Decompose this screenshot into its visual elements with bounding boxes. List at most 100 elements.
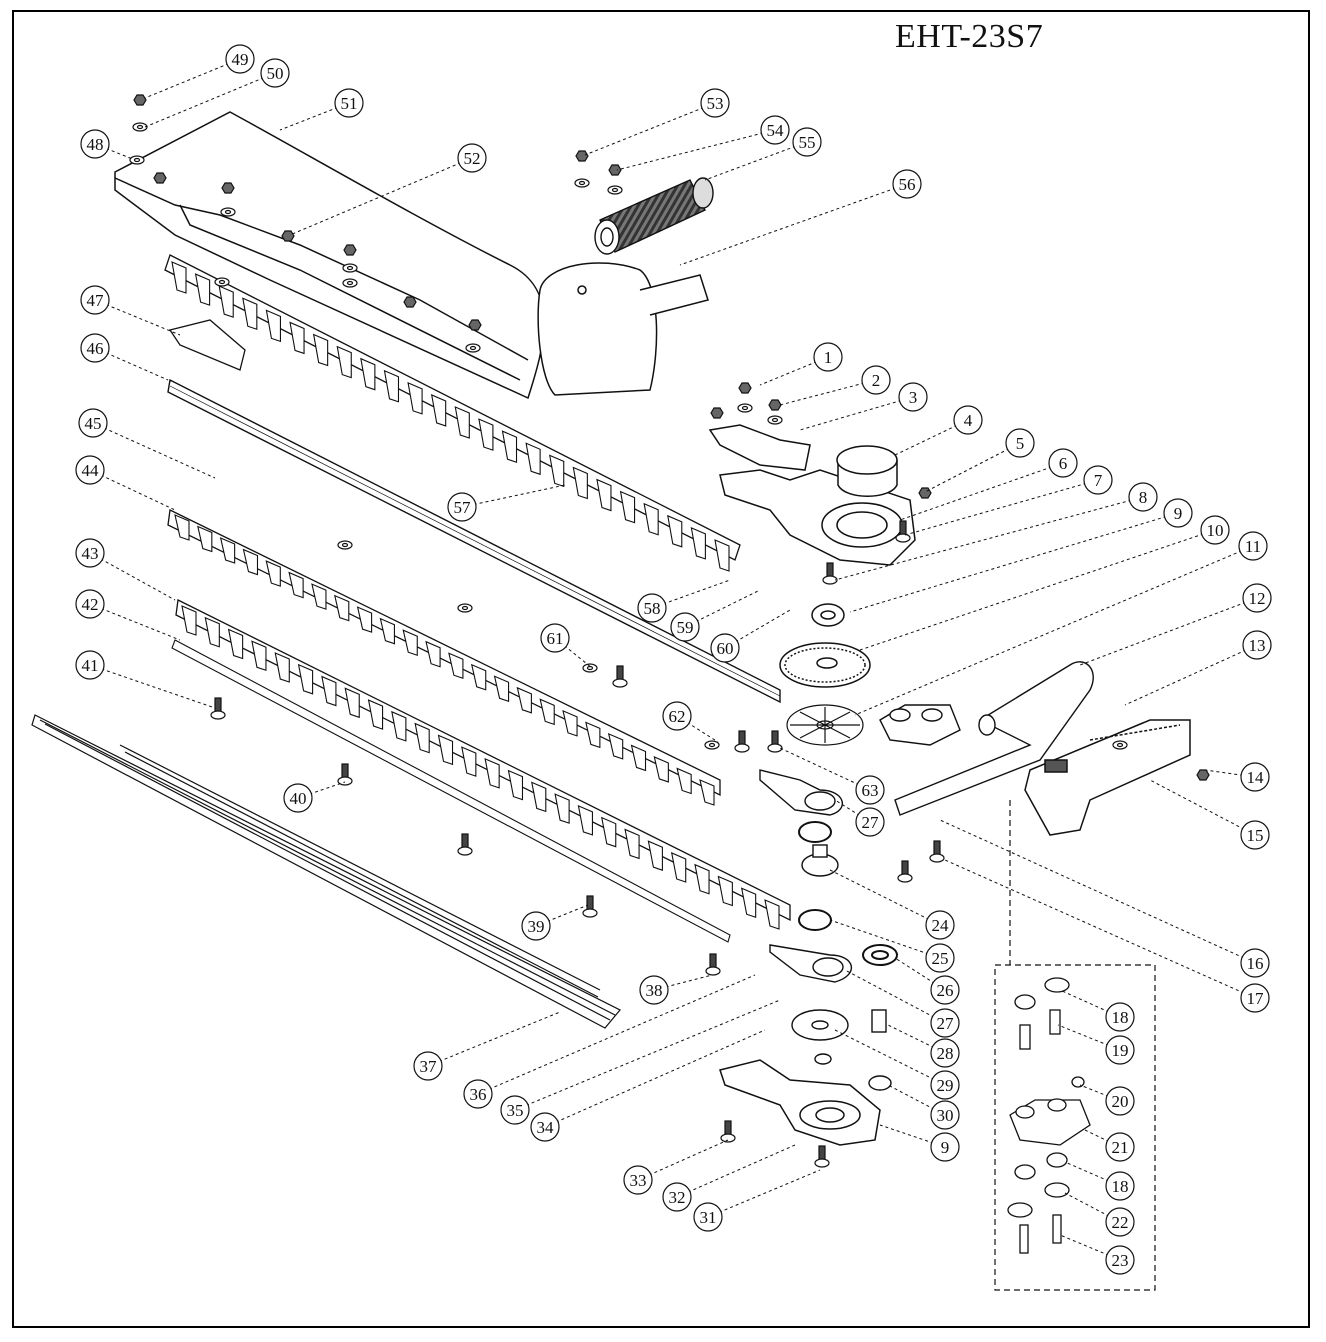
- callout-number: 19: [1112, 1041, 1129, 1060]
- callout-number: 45: [85, 414, 102, 433]
- callout-18: 18: [1105, 1002, 1135, 1032]
- blade-tooth: [265, 309, 281, 343]
- blade-tooth: [344, 687, 360, 719]
- nut: [1196, 769, 1210, 781]
- callout-circle: [78, 408, 108, 438]
- callout-leader: [894, 957, 946, 991]
- blade-tooth: [596, 478, 612, 512]
- spacer-plate: [168, 319, 246, 371]
- blade-tooth: [624, 828, 640, 860]
- bolt-head: [210, 710, 226, 720]
- callout-circle: [670, 612, 700, 642]
- callout-37: 37: [413, 1051, 443, 1081]
- callout-number: 40: [290, 789, 307, 808]
- washer-hole: [346, 280, 354, 286]
- callout-15: 15: [1240, 820, 1270, 850]
- callout-leader: [144, 72, 276, 128]
- blade-tooth: [311, 583, 327, 610]
- callout-55: 55: [792, 127, 822, 157]
- callout-circle: [1242, 583, 1272, 613]
- callout-number: 11: [1245, 537, 1261, 556]
- callout-33: 33: [623, 1165, 653, 1195]
- callout-16: 16: [1240, 948, 1270, 978]
- callout-number: 39: [528, 917, 545, 936]
- callout-number: 18: [1112, 1008, 1129, 1027]
- callout-number: 62: [669, 707, 686, 726]
- callout-40: 40: [283, 783, 313, 813]
- callout-circle: [925, 910, 955, 940]
- callout-34: 34: [530, 1112, 560, 1142]
- callout-39: 39: [521, 911, 551, 941]
- callout-circle: [1105, 1132, 1135, 1162]
- washer-hole: [224, 209, 232, 215]
- washer-hole: [469, 345, 477, 351]
- callout-circle: [930, 1132, 960, 1162]
- callout-number: 35: [507, 1101, 524, 1120]
- callout-circle: [521, 911, 551, 941]
- callout-number: 17: [1247, 989, 1265, 1008]
- connecting-rod: [759, 769, 853, 983]
- blade-tooth: [493, 675, 510, 703]
- callout-circle: [662, 1182, 692, 1212]
- callout-leader: [924, 442, 1021, 493]
- callout-circle: [1238, 531, 1268, 561]
- blade-tooth: [336, 345, 352, 379]
- blade-tooth: [539, 698, 555, 726]
- callout-circle: [930, 975, 960, 1005]
- callout-35: 35: [500, 1095, 530, 1125]
- callout-leader: [289, 157, 473, 236]
- callout-number: 57: [454, 498, 472, 517]
- callout-2: 2: [861, 365, 891, 395]
- callout-21: 21: [1105, 1132, 1135, 1162]
- bolt-head: [822, 575, 838, 585]
- callout-circle: [75, 538, 105, 568]
- blade-tooth: [484, 757, 500, 789]
- bolt-head: [734, 743, 750, 753]
- callout-circle: [813, 342, 843, 372]
- blade-tooth: [379, 617, 395, 645]
- nut: [153, 172, 167, 184]
- callout-59: 59: [670, 612, 700, 642]
- callout-63: 63: [855, 775, 885, 805]
- callout-leader: [944, 859, 1256, 999]
- blade-tooth: [312, 333, 329, 367]
- callout-leader: [637, 1139, 729, 1181]
- callout-57: 57: [447, 492, 477, 522]
- callout-circle: [1048, 448, 1078, 478]
- callout-circle: [80, 129, 110, 159]
- callout-number: 12: [1249, 589, 1266, 608]
- callout-circle: [1105, 1035, 1135, 1065]
- callout-number: 2: [872, 371, 881, 390]
- callout-number: 52: [464, 149, 481, 168]
- callout-9: 9: [1163, 498, 1193, 528]
- bolt-head: [457, 846, 473, 856]
- callout-41: 41: [75, 650, 105, 680]
- blade-tooth: [360, 357, 376, 391]
- callout-leader: [544, 1029, 766, 1128]
- callout-leader: [799, 396, 914, 431]
- bolt-head: [895, 533, 911, 543]
- callout-circle: [930, 1070, 960, 1100]
- callout-58: 58: [637, 593, 667, 623]
- callout-number: 6: [1059, 454, 1068, 473]
- blade-tooth: [690, 527, 706, 560]
- blade-tooth: [274, 652, 290, 683]
- callout-circle: [953, 405, 983, 435]
- bolt-head: [720, 1133, 736, 1143]
- blade-tooth: [667, 514, 683, 548]
- blade-tooth: [437, 734, 454, 766]
- washer-hole: [578, 180, 586, 186]
- callout-circle: [1242, 630, 1272, 660]
- callout-47: 47: [80, 285, 110, 315]
- callout-leader: [779, 747, 871, 791]
- callout-5: 5: [1005, 428, 1035, 458]
- callout-circle: [260, 58, 290, 88]
- callout-leader: [477, 974, 756, 1095]
- blade-tooth: [549, 454, 565, 488]
- callout-19: 19: [1105, 1035, 1135, 1065]
- callout-circle: [530, 1112, 560, 1142]
- nut: [133, 94, 147, 106]
- callout-circle: [861, 365, 891, 395]
- callout-number: 36: [470, 1085, 487, 1104]
- blade-tooth: [478, 418, 494, 451]
